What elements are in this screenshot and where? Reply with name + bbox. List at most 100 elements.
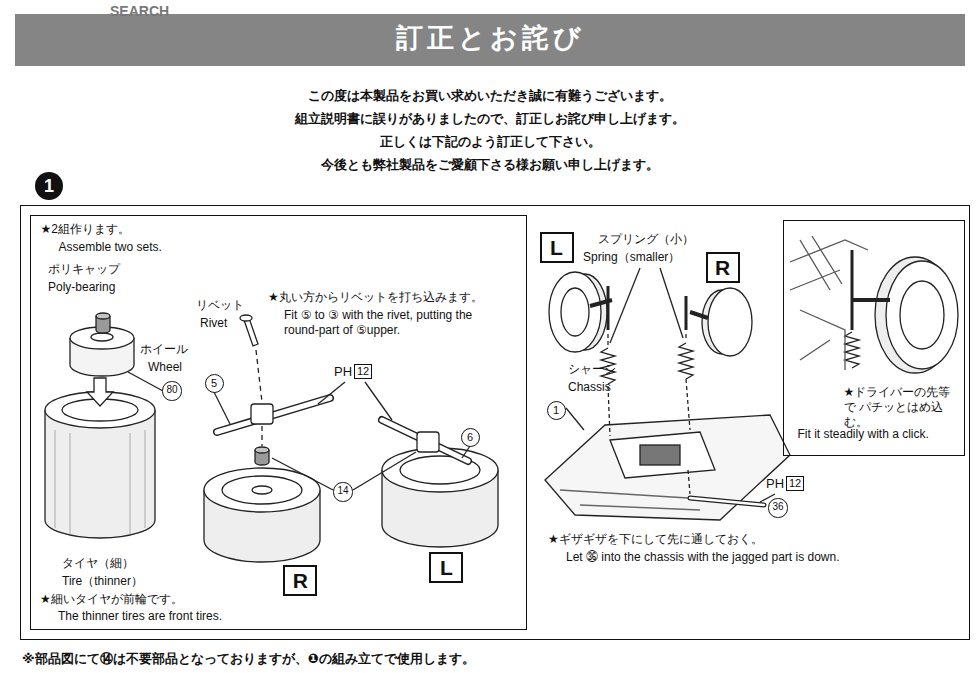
callout-number: 5 [205, 374, 224, 393]
step-panel: RL★2組作ります。Assemble two sets.★ドライバーの先等で パ… [20, 205, 970, 640]
axle-5-inner [217, 398, 330, 432]
chassis-motor [640, 445, 680, 465]
leader-line [566, 408, 584, 430]
leader-line [128, 372, 163, 391]
label-text: SEARCH [110, 3, 169, 21]
label-text: ★丸い方からリベットを打ち込みます。 [268, 290, 483, 305]
axle-6-hub [417, 432, 439, 452]
rivet-head [240, 315, 252, 321]
label-text: ホイール [140, 342, 188, 357]
label-text: PH [766, 476, 784, 492]
side-mark-box: R [283, 565, 317, 596]
side-mark: R [708, 257, 738, 278]
label-text: 正しくは下記のよう訂正して下さい。 [380, 134, 601, 150]
label-text: 組立説明書に誤りがありましたので、訂正しお詫び申し上げます。 [295, 111, 685, 127]
label-text: PH [334, 364, 352, 380]
guide-line [261, 426, 262, 446]
callout-number: 1 [547, 401, 566, 420]
tire-tread [55, 430, 145, 534]
label-text: タイヤ（細） [62, 556, 134, 571]
side-mark-box: R [706, 252, 740, 283]
guide-line [686, 379, 690, 430]
note-text: ★ドライバーの先等で パチッとはめ込む。 [844, 385, 962, 430]
callout-number: 36 [768, 498, 787, 517]
body-lines [790, 236, 868, 290]
axle-6 [382, 420, 468, 461]
inset-art [790, 236, 958, 373]
leader-line [462, 446, 470, 458]
wheel-r-hub [252, 486, 272, 494]
rod-36 [690, 498, 764, 505]
page-title: 訂正とお詫び [396, 22, 585, 56]
label-text: Fit ⑤ to ③ with the rivet, putting the r… [284, 308, 502, 338]
chassis-lines [800, 310, 845, 370]
axle-5 [217, 398, 330, 432]
leader-line [353, 452, 416, 490]
wheel-r-face [708, 288, 752, 356]
part-number-box: 12 [354, 364, 372, 379]
axle [852, 298, 890, 302]
side-mark-box: L [540, 232, 574, 263]
side-mark-box: L [429, 552, 463, 583]
side-mark: L [431, 557, 461, 578]
left-assembly-art [45, 313, 498, 562]
poly-cap-top [96, 313, 110, 319]
spring-right [679, 343, 693, 379]
label-text: ★ギザギザを下にして先に通しておく。 [548, 532, 763, 547]
inset-tire-face [886, 261, 958, 369]
wheel-r-rim [222, 476, 302, 504]
kingpin [607, 286, 610, 330]
leader-line [272, 458, 333, 490]
label-text: Let ㊱ into the chassis with the jagged p… [566, 550, 840, 565]
callout-number: 14 [333, 482, 352, 501]
note-text: Fit it steadily with a click. [798, 427, 929, 442]
kingpin [851, 250, 854, 330]
guide-line [256, 350, 262, 402]
leader-line [214, 392, 230, 424]
leader-line [660, 268, 683, 338]
label-text: Spring（smaller） [583, 250, 680, 265]
label-text: The thinner tires are front tires. [58, 609, 222, 624]
insert-arrow [87, 378, 113, 406]
chassis-art [545, 268, 790, 520]
label-text: スプリング（小） [598, 232, 694, 247]
kingpin [685, 296, 688, 330]
label-text: Wheel [148, 360, 182, 375]
label-text: ポリキャップ [48, 262, 120, 277]
step-number: 1 [35, 172, 63, 200]
wheel-l-top [382, 448, 498, 492]
label-text: Rivet [200, 316, 227, 331]
label-text: この度は本製品をお買い求めいただき誠に有難うございます。 [308, 88, 672, 104]
rod-36-inner [690, 498, 764, 505]
leader-line [365, 382, 392, 420]
chassis-deck [610, 432, 715, 478]
label-text: リベット [196, 298, 244, 313]
wheel-hub [91, 333, 113, 341]
tire-body [45, 410, 155, 538]
header-band [15, 14, 965, 66]
step-panel: ★ドライバーの先等で パチッとはめ込む。Fit it steadily with… [783, 220, 965, 456]
guide-line [685, 334, 686, 340]
label-text: シャーシ [568, 362, 616, 377]
label-text: 今後とも弊社製品をご愛顧下さる様お願い申し上げます。 [321, 157, 659, 173]
poly-cap-top [255, 447, 269, 453]
axle [690, 312, 708, 318]
side-mark: L [542, 237, 572, 258]
guide-line [607, 334, 608, 345]
wheel-l-rim [561, 288, 589, 336]
chassis [545, 415, 790, 520]
guide-line [688, 470, 690, 494]
label-text: Tire（thinner） [62, 574, 143, 589]
leader-line [610, 268, 640, 343]
leader-line [318, 382, 345, 404]
callout-number: 6 [461, 428, 480, 447]
wheel-l-face [549, 272, 601, 352]
axle-6-inner [382, 420, 468, 461]
label-text: ※部品図にて⑭は不要部品となっておりますが、❶の組み立てで使用します。 [22, 651, 475, 667]
spring [845, 332, 859, 368]
callout-number: 80 [162, 381, 181, 400]
inset-rim [900, 281, 944, 349]
note-text: ★2組作ります。 [41, 222, 130, 237]
label-text: Chassis [568, 380, 611, 395]
